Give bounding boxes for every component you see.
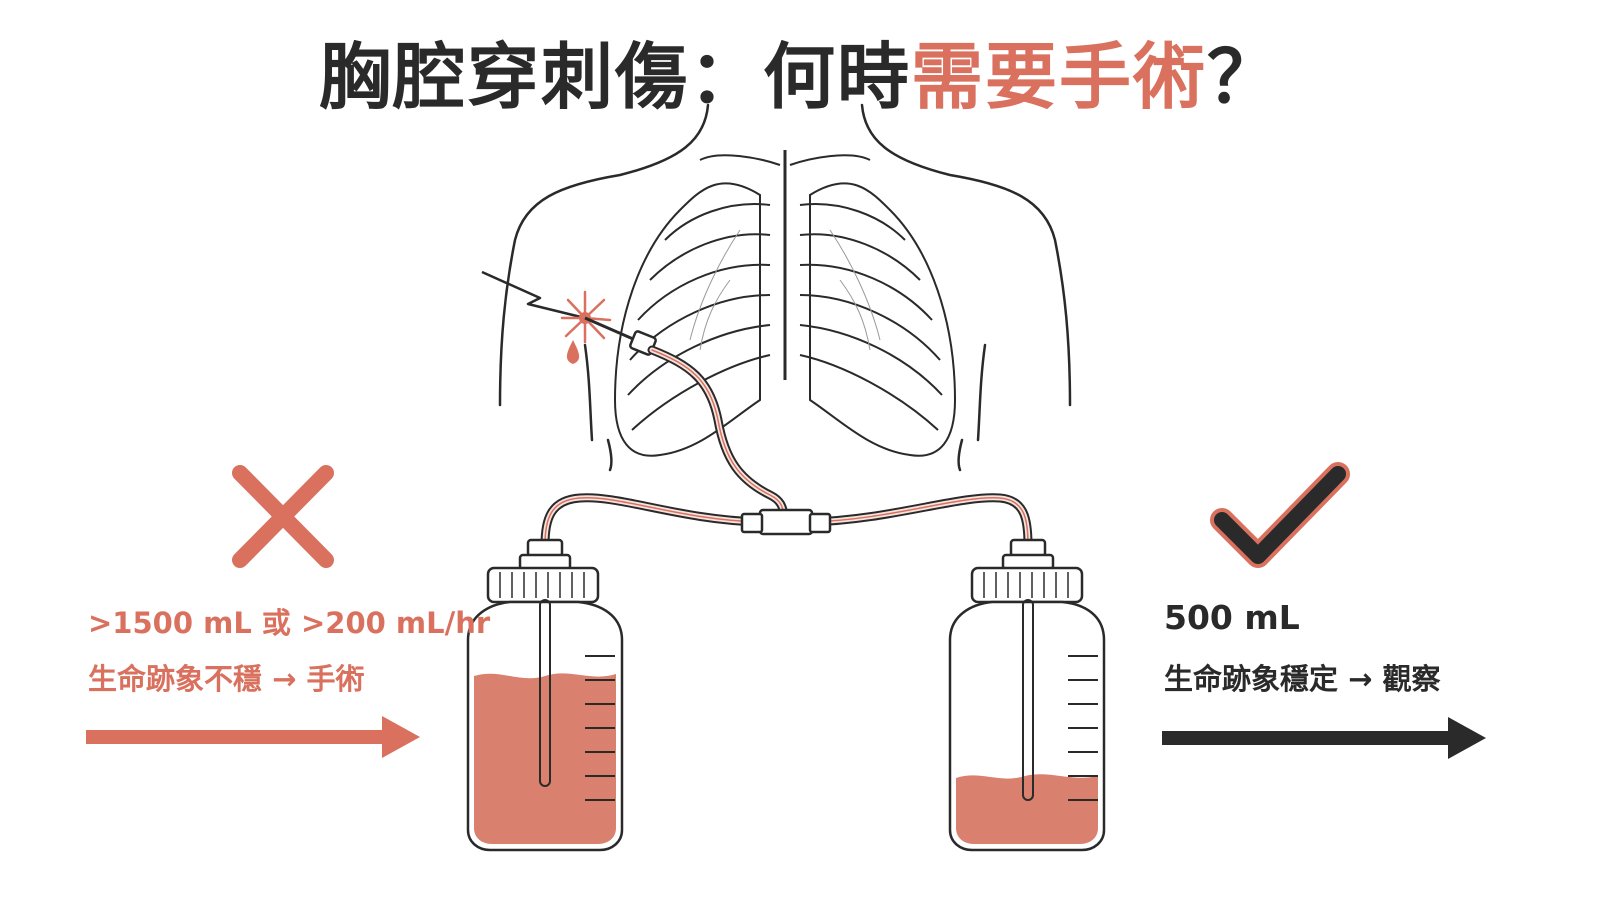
arrow-right-panel [1162,717,1486,759]
title-highlight: 需要手術 [910,35,1207,119]
page-title: 胸腔穿刺傷：何時需要手術？ [0,18,1600,123]
right-threshold-text: 500 mL [1164,598,1300,637]
blood-level-right [956,774,1098,844]
drain-bottle-right [948,538,1106,852]
left-outcome-text: 生命跡象不穩 → 手術 [88,662,365,696]
blood-level-left [474,673,616,844]
right-outcome-text: 生命跡象穩定 → 觀察 [1164,662,1441,696]
blood-drop-icon [566,340,580,364]
torso-outline [498,103,1072,472]
drain-bottle-left [466,538,624,852]
stab-wound-icon [481,270,612,364]
drain-tubing [540,493,1033,546]
left-threshold-text: >1500 mL 或 >200 mL/hr [88,606,491,640]
chest-tube [584,316,790,525]
lung-detail [689,229,881,351]
title-suffix: ？ [1207,35,1282,119]
cross-icon [232,465,334,568]
arrow-left-panel [86,716,420,758]
ribcage-icon [613,150,957,457]
check-icon [1210,462,1350,568]
title-prefix: 胸腔穿刺傷：何時 [318,35,911,119]
